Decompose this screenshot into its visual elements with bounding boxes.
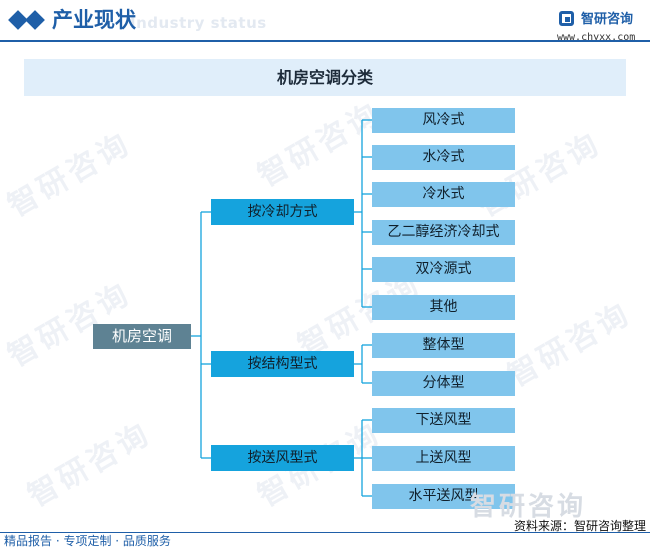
- diagram-title: 机房空调分类: [24, 59, 626, 96]
- branch-node-structure: 按结构型式: [211, 351, 354, 377]
- leaf-node: 分体型: [372, 371, 515, 396]
- leaf-node: 双冷源式: [372, 257, 515, 282]
- brand-logo: 智研咨询 www.chyxx.com: [557, 8, 636, 44]
- leaf-node: 冷水式: [372, 182, 515, 207]
- leaf-node: 水冷式: [372, 145, 515, 170]
- root-node: 机房空调: [93, 324, 191, 349]
- leaf-node: 乙二醇经济冷却式: [372, 220, 515, 245]
- leaf-node: 上送风型: [372, 446, 515, 471]
- leaf-node: 整体型: [372, 333, 515, 358]
- footer-divider: [0, 532, 650, 533]
- header-ghost-text: Industry status: [130, 14, 267, 32]
- corner-watermark: 智研咨询: [470, 492, 587, 522]
- leaf-node: 风冷式: [372, 108, 515, 133]
- logo-mark-icon: [559, 11, 574, 26]
- branch-node-airflow: 按送风型式: [211, 445, 354, 471]
- source-note: 资料来源：智研咨询整理: [513, 519, 646, 533]
- footer-services: 精品报告 · 专项定制 · 品质服务: [4, 534, 171, 548]
- header-divider: [0, 40, 650, 42]
- logo-url: www.chyxx.com: [557, 32, 636, 43]
- logo-name: 智研咨询: [581, 12, 634, 27]
- branch-node-cooling: 按冷却方式: [211, 199, 354, 225]
- leaf-node: 其他: [372, 295, 515, 320]
- leaf-node: 水平送风型: [372, 484, 515, 509]
- leaf-node: 下送风型: [372, 408, 515, 433]
- section-title: 产业现状: [52, 8, 136, 32]
